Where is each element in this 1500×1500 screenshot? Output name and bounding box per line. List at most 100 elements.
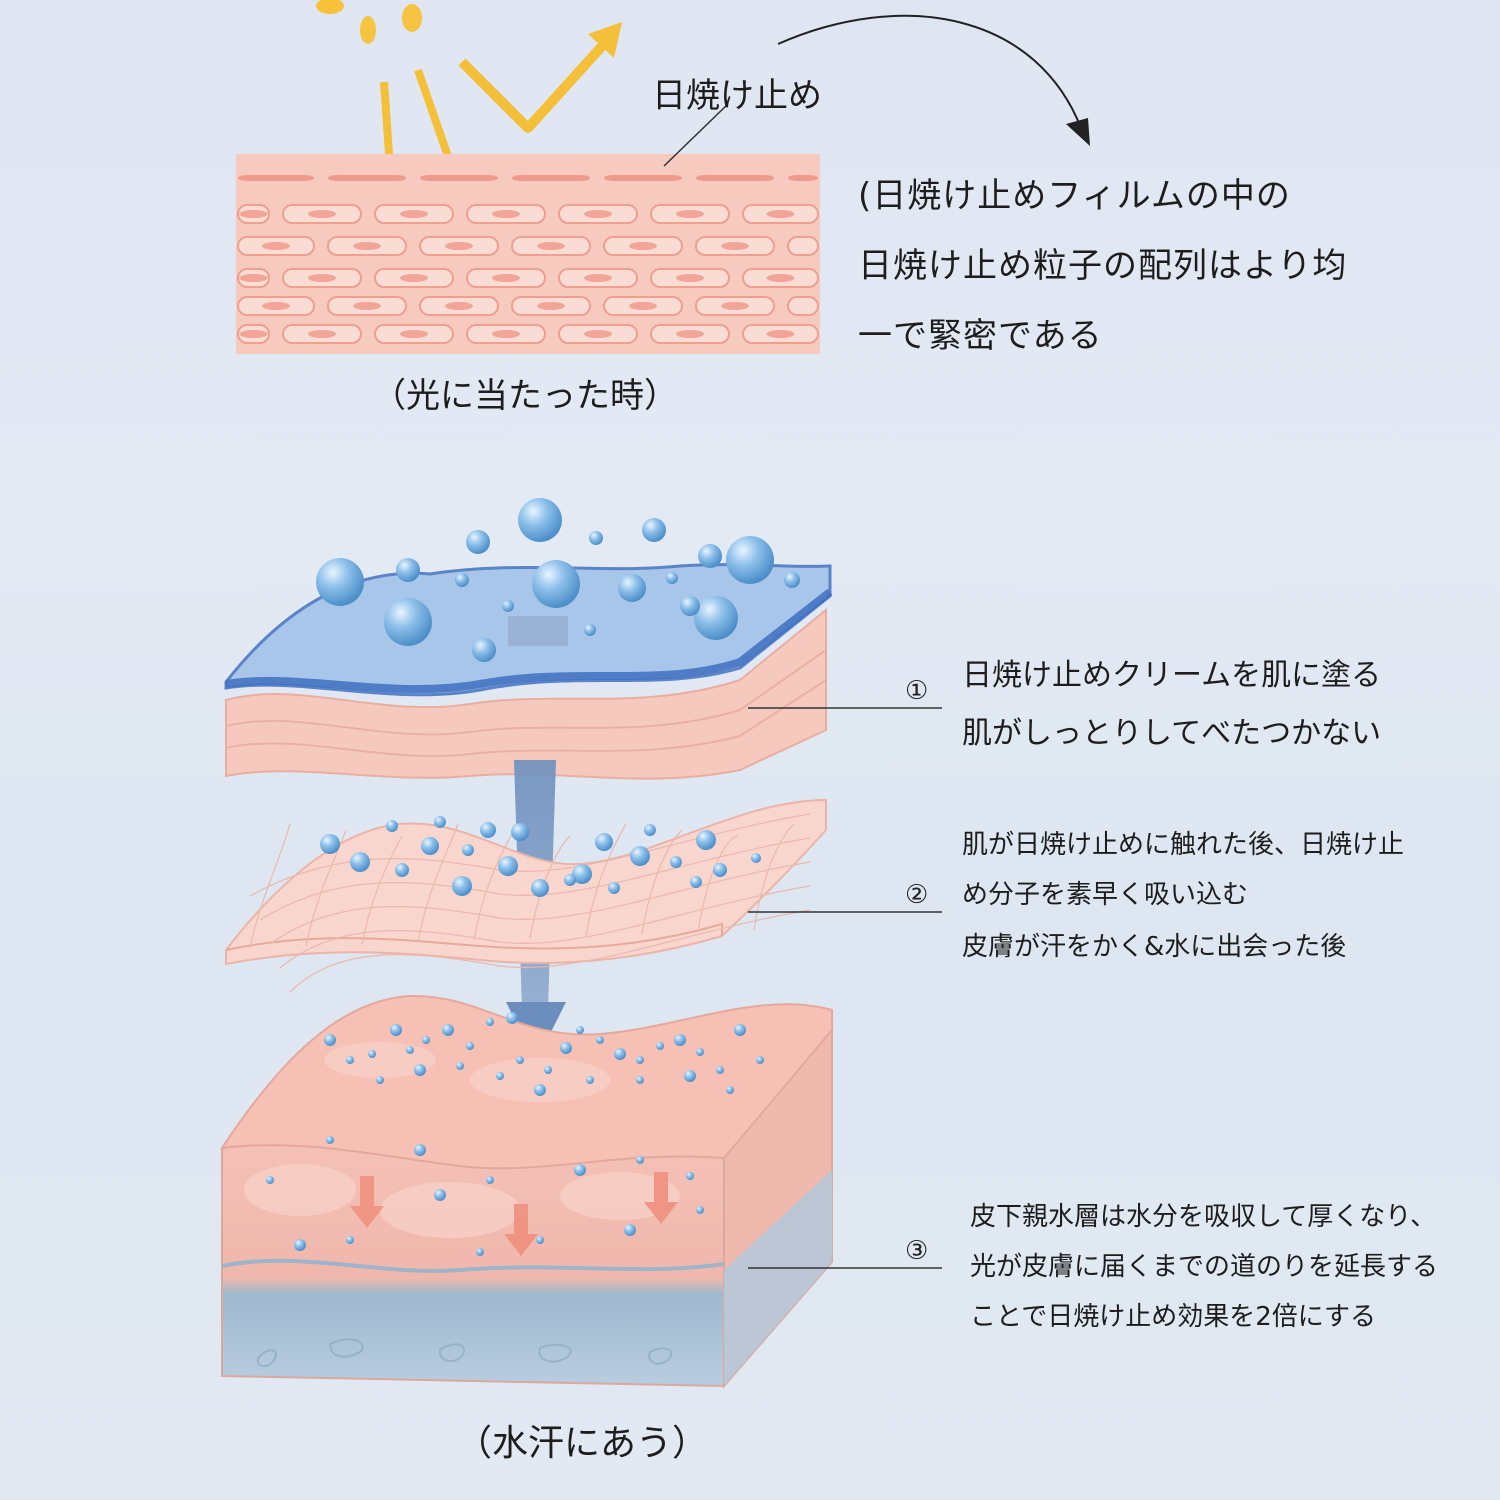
water-drop bbox=[511, 823, 529, 841]
cell-nucleus bbox=[400, 330, 428, 338]
water-drop bbox=[560, 1042, 572, 1054]
water-drop bbox=[666, 572, 678, 584]
water-drop bbox=[406, 1046, 414, 1054]
water-drop bbox=[596, 1036, 604, 1044]
skin-grid-line bbox=[305, 829, 347, 947]
step3-skin-block bbox=[219, 994, 833, 1389]
caption-water: （水汗にあう） bbox=[456, 1423, 709, 1464]
water-drop bbox=[784, 572, 800, 588]
water-drop bbox=[350, 852, 370, 872]
skin-cell bbox=[512, 175, 590, 181]
note-line: 一で緊密である bbox=[858, 316, 1103, 356]
water-drop bbox=[456, 1062, 464, 1070]
water-drop bbox=[414, 1144, 426, 1156]
cell-nucleus bbox=[721, 302, 749, 310]
skin-layer-top bbox=[236, 154, 820, 354]
water-drop bbox=[630, 846, 650, 866]
curved-arrow bbox=[777, 14, 1090, 146]
water-drop bbox=[696, 830, 716, 850]
water-drop bbox=[656, 1042, 664, 1050]
step2-text: 肌が日焼け止めに触れた後、日焼け止 bbox=[962, 830, 1405, 860]
cell-nucleus bbox=[584, 330, 612, 338]
skin-grid-line bbox=[473, 829, 515, 941]
note-line: (日焼け止めフィルムの中の bbox=[858, 176, 1291, 216]
step1-skin-stack bbox=[224, 563, 833, 780]
cell-nucleus bbox=[262, 302, 290, 310]
water-drop bbox=[670, 856, 682, 868]
water-drop bbox=[674, 1034, 686, 1046]
cell-nucleus bbox=[584, 210, 612, 218]
water-drop bbox=[384, 598, 432, 646]
cell-nucleus bbox=[766, 330, 795, 338]
water-drop bbox=[414, 1064, 426, 1076]
water-drop bbox=[696, 1206, 704, 1214]
water-drop bbox=[756, 1056, 764, 1064]
skin-grid-line bbox=[249, 823, 291, 949]
cell-nucleus bbox=[239, 330, 268, 338]
water-drop bbox=[696, 1048, 704, 1056]
water-drop bbox=[690, 876, 702, 888]
skin-grid-line bbox=[289, 909, 811, 993]
water-drop bbox=[316, 558, 364, 606]
water-drop bbox=[480, 822, 496, 838]
skin-grid-line bbox=[279, 885, 811, 969]
cell-nucleus bbox=[445, 242, 473, 250]
water-drop bbox=[531, 879, 549, 897]
water-drop bbox=[586, 1076, 594, 1084]
cell-nucleus bbox=[492, 330, 520, 338]
cell-nucleus bbox=[629, 242, 657, 250]
water-drop bbox=[684, 1070, 696, 1082]
cell-nucleus bbox=[262, 242, 290, 250]
cell-nucleus bbox=[676, 210, 704, 218]
water-drop bbox=[368, 1050, 376, 1058]
step2-water-drops bbox=[320, 816, 761, 897]
water-drop bbox=[452, 876, 472, 896]
step2-text: め分子を素早く吸い込む bbox=[962, 880, 1249, 910]
water-drop bbox=[326, 1136, 334, 1144]
cell-nucleus bbox=[308, 210, 336, 218]
cell-nucleus bbox=[676, 330, 704, 338]
skin-cell bbox=[238, 175, 314, 181]
step3-text: 皮下親水層は水分を吸収して厚くなり、 bbox=[970, 1202, 1437, 1232]
water-drop bbox=[486, 1176, 494, 1184]
water-drop bbox=[536, 1236, 544, 1244]
skin-grid-line bbox=[753, 823, 795, 931]
cell-nucleus bbox=[537, 242, 565, 250]
step1-text: 肌がしっとりしてべたつかない bbox=[962, 716, 1382, 751]
skin-grid-line bbox=[417, 823, 459, 943]
water-drop bbox=[614, 1048, 626, 1060]
cell-nucleus bbox=[353, 242, 381, 250]
cell-nucleus bbox=[766, 274, 795, 282]
water-drop bbox=[532, 560, 580, 608]
step2-skin-sheet bbox=[225, 798, 827, 993]
water-drop bbox=[506, 1012, 518, 1024]
water-drop bbox=[572, 864, 592, 884]
cell-nucleus bbox=[239, 210, 268, 218]
water-drop bbox=[608, 882, 620, 894]
water-drop bbox=[534, 1084, 546, 1096]
water-drop bbox=[502, 600, 514, 612]
water-drop bbox=[636, 1076, 644, 1084]
step1-text: 日焼け止めクリームを肌に塗る bbox=[962, 658, 1382, 693]
water-drop bbox=[516, 1056, 524, 1064]
cell-nucleus bbox=[239, 274, 268, 282]
water-drop bbox=[734, 1024, 746, 1036]
water-drop bbox=[498, 856, 518, 876]
cell-nucleus bbox=[721, 242, 749, 250]
water-drop bbox=[644, 824, 656, 836]
cell-nucleus bbox=[492, 274, 520, 282]
skin-cell bbox=[696, 175, 774, 181]
note-line: 日焼け止め粒子の配列はより均 bbox=[858, 246, 1348, 286]
step3-text: ことで日焼け止め効果を2倍にする bbox=[970, 1302, 1377, 1332]
cell-nucleus bbox=[676, 274, 704, 282]
cell-nucleus bbox=[308, 330, 336, 338]
step3-text: 光が皮膚に届くまでの道のりを延長する bbox=[970, 1252, 1439, 1282]
water-drop bbox=[386, 820, 398, 832]
water-drop bbox=[476, 1248, 484, 1256]
water-drop bbox=[564, 874, 576, 886]
step2-number: ② bbox=[905, 880, 929, 910]
step2-text: 皮膚が汗をかく&水に出会った後 bbox=[962, 932, 1347, 962]
water-drop bbox=[376, 1076, 384, 1084]
water-drop bbox=[346, 1236, 354, 1244]
cell-nucleus bbox=[537, 302, 565, 310]
